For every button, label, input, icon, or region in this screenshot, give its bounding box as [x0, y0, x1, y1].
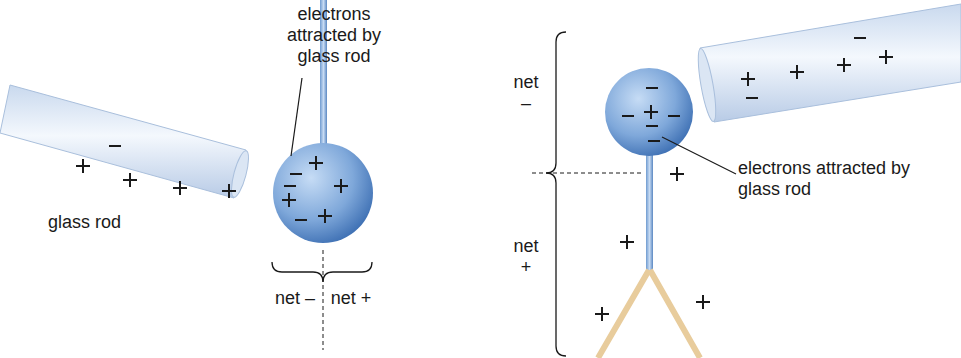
brace — [546, 32, 566, 356]
part-label: glass rod — [48, 212, 148, 233]
metal-sphere — [605, 68, 693, 156]
glass-rod — [0, 85, 252, 199]
leader-line — [662, 137, 736, 174]
gold-leaves — [598, 270, 700, 358]
charge-label: net – — [270, 288, 320, 309]
glass-rod — [695, 4, 961, 122]
callout-text: electrons attracted by glass rod — [738, 158, 938, 200]
divider-line — [323, 250, 324, 350]
charge-signs — [595, 88, 710, 321]
leader-line — [291, 78, 302, 156]
metal-sphere — [273, 143, 373, 243]
charge-label: net + — [326, 288, 376, 309]
charge-signs — [282, 156, 348, 223]
callout-text: electrons attracted by glass rod — [278, 4, 390, 67]
brace — [272, 262, 372, 282]
divider-line — [532, 173, 642, 174]
charge-signs — [76, 146, 236, 198]
charge-signs — [741, 38, 893, 98]
charge-label: net + — [508, 236, 544, 278]
metal-rod — [646, 150, 653, 272]
charge-label: net – — [508, 72, 544, 114]
